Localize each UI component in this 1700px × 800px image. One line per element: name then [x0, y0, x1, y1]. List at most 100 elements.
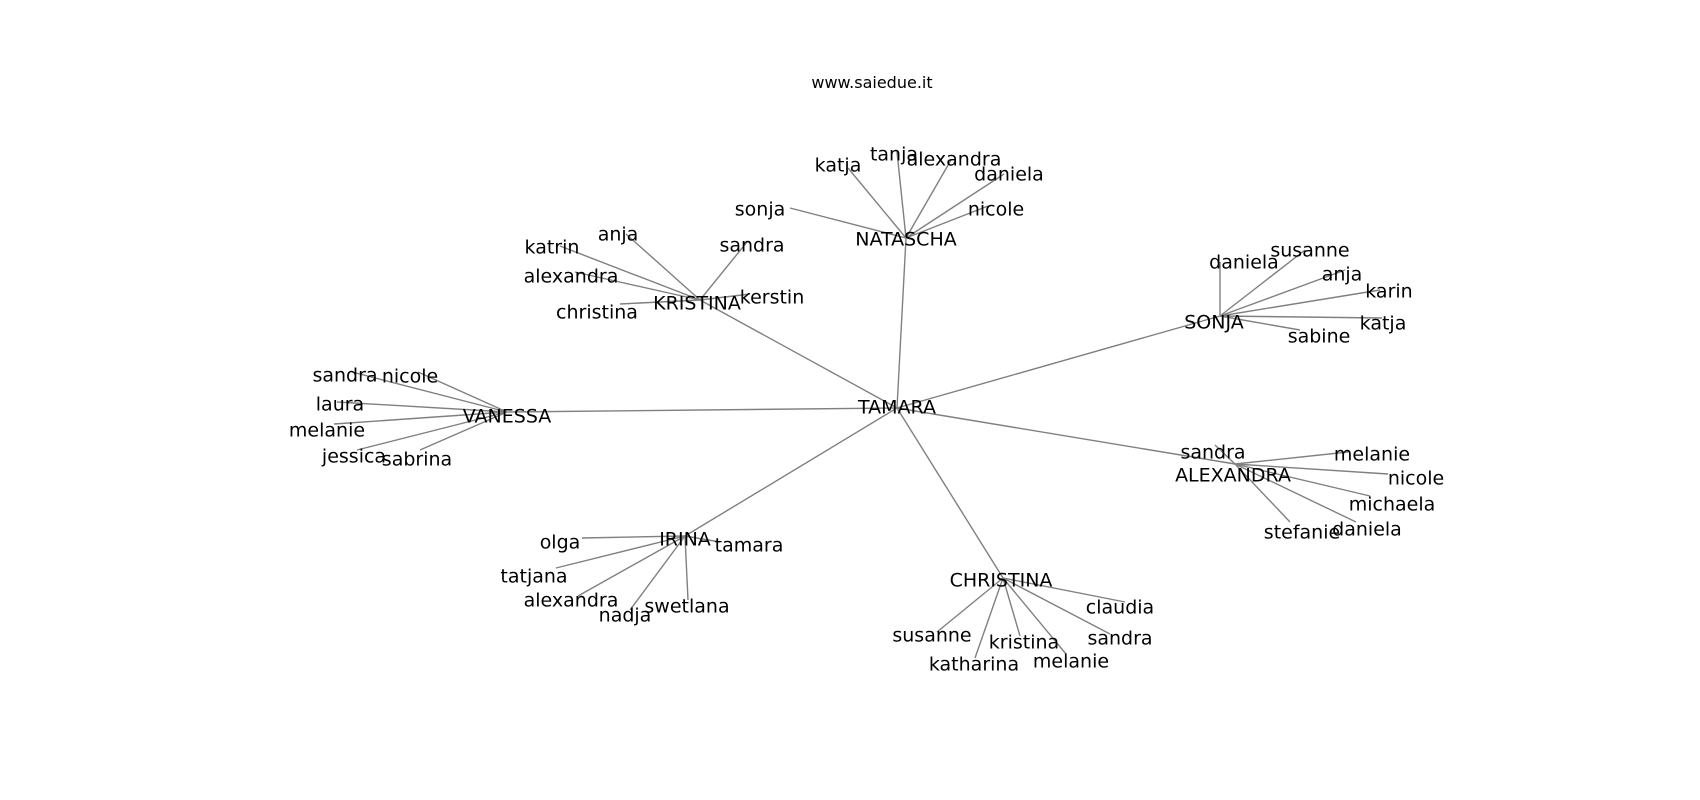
- hub-node-natascha: NATASCHA: [855, 229, 956, 251]
- leaf-node-christina-sandra: sandra: [1087, 628, 1152, 650]
- leaf-node-sonja-karin: karin: [1365, 281, 1412, 303]
- edge-christina-sandra: [1002, 577, 1111, 635]
- leaf-node-vanessa-sandra: sandra: [312, 365, 377, 387]
- leaf-node-kristina-christina: christina: [556, 302, 638, 324]
- edge-irina-tamara: [684, 535, 721, 543]
- edge-kristina-anja: [625, 233, 701, 301]
- edge-kristina-katrin: [559, 245, 701, 301]
- leaf-node-irina-tamara: tamara: [715, 535, 784, 557]
- edge-sonja-susanne: [1219, 249, 1306, 317]
- leaf-node-irina-tatjana: tatjana: [500, 566, 567, 588]
- edge-alexandra-nicole: [1234, 463, 1389, 475]
- edge-vanessa-sandra: [351, 371, 508, 413]
- leaf-node-natascha-sonja: sonja: [735, 199, 786, 221]
- center-node-label: TAMARA: [857, 397, 936, 419]
- edge-irina-nadja: [629, 535, 686, 611]
- edge-center-natascha: [896, 237, 907, 409]
- leaf-node-alexandra-sandra: sandra: [1180, 442, 1245, 464]
- hub-node-kristina: KRISTINA: [653, 293, 741, 315]
- edge-alexandra-melanie: [1234, 451, 1349, 465]
- leaf-node-vanessa-laura: laura: [316, 394, 364, 416]
- edge-irina-olga: [581, 535, 686, 539]
- edge-sonja-anja: [1219, 269, 1346, 317]
- edge-alexandra-daniela: [1234, 463, 1357, 523]
- leaf-node-alexandra-michaela: michaela: [1349, 494, 1436, 516]
- leaf-node-sonja-sabine: sabine: [1288, 326, 1351, 348]
- leaf-node-christina-claudia: claudia: [1086, 597, 1154, 619]
- edge-sonja-katja: [1219, 315, 1383, 319]
- edge-vanessa-jessica: [356, 411, 508, 451]
- leaf-node-christina-susanne: susanne: [892, 625, 971, 647]
- edge-sonja-sabine: [1219, 315, 1301, 331]
- edge-kristina-alexandra: [574, 271, 701, 301]
- leaf-node-irina-alexandra: alexandra: [524, 590, 619, 612]
- edge-center-irina: [684, 407, 898, 537]
- leaf-node-irina-olga: olga: [540, 532, 581, 554]
- leaf-node-kristina-kerstin: kerstin: [740, 287, 805, 309]
- hub-node-sonja: SONJA: [1184, 312, 1244, 334]
- hub-node-christina: CHRISTINA: [950, 570, 1053, 592]
- edge-sonja-karin: [1219, 289, 1381, 317]
- edge-irina-tatjana: [555, 535, 686, 569]
- leaf-node-natascha-katja: katja: [815, 155, 862, 177]
- leaf-node-sonja-daniela: daniela: [1209, 252, 1279, 274]
- edge-christina-kristina: [1002, 577, 1021, 637]
- leaf-node-alexandra-melanie: melanie: [1334, 444, 1410, 466]
- leaf-node-sonja-susanne: susanne: [1270, 240, 1349, 262]
- edge-christina-katharina: [974, 577, 1004, 659]
- leaf-node-vanessa-jessica: jessica: [321, 446, 386, 468]
- site-watermark: www.saiedue.it: [811, 73, 932, 92]
- edge-center-kristina: [699, 299, 898, 409]
- edge-irina-swetlana: [684, 535, 689, 601]
- leaf-node-alexandra-stefanie: stefanie: [1264, 522, 1340, 544]
- hub-node-vanessa: VANESSA: [463, 406, 551, 428]
- leaf-node-natascha-alexandra: alexandra: [907, 149, 1002, 171]
- edge-kristina-sandra: [699, 241, 748, 301]
- leaf-node-irina-nadja: nadja: [599, 605, 652, 627]
- leaf-node-kristina-alexandra: alexandra: [524, 266, 619, 288]
- leaf-node-christina-melanie: melanie: [1033, 651, 1109, 673]
- edges-layer: [333, 151, 1389, 659]
- leaf-node-natascha-daniela: daniela: [974, 164, 1044, 186]
- edge-vanessa-sabrina: [419, 411, 508, 451]
- edge-christina-susanne: [936, 577, 1004, 633]
- leaf-node-christina-kristina: kristina: [989, 632, 1059, 654]
- hub-node-alexandra: ALEXANDRA: [1175, 465, 1291, 487]
- edge-christina-melanie: [1002, 577, 1067, 655]
- edge-center-vanessa: [506, 407, 898, 413]
- leaf-node-natascha-nicole: nicole: [968, 199, 1024, 221]
- leaf-node-kristina-katrin: katrin: [525, 237, 580, 259]
- leaf-node-vanessa-melanie: melanie: [289, 420, 365, 442]
- edge-kristina-christina: [619, 299, 701, 305]
- edge-irina-alexandra: [577, 535, 686, 597]
- edge-kristina-kerstin: [699, 293, 751, 301]
- edge-natascha-sonja: [789, 207, 907, 239]
- leaf-node-natascha-tanja: tanja: [870, 144, 918, 166]
- leaf-node-sonja-anja: anja: [1322, 264, 1363, 286]
- edge-center-sonja: [896, 315, 1221, 409]
- edge-vanessa-nicole: [417, 371, 508, 413]
- leaf-node-kristina-anja: anja: [598, 224, 639, 246]
- edge-alexandra-michaela: [1234, 463, 1371, 497]
- edge-natascha-alexandra: [905, 159, 952, 239]
- edge-natascha-daniela: [905, 173, 1005, 239]
- leaf-node-sonja-katja: katja: [1360, 313, 1407, 335]
- edge-alexandra-sandra: [1214, 444, 1236, 465]
- leaf-node-vanessa-sabrina: sabrina: [382, 449, 452, 471]
- hub-node-irina: IRINA: [659, 529, 711, 551]
- leaf-node-vanessa-nicole: nicole: [382, 366, 438, 388]
- leaf-node-alexandra-nicole: nicole: [1388, 468, 1444, 490]
- edge-vanessa-melanie: [333, 411, 508, 425]
- edge-vanessa-laura: [336, 401, 508, 413]
- edge-natascha-katja: [847, 167, 907, 239]
- edge-center-alexandra: [896, 407, 1236, 465]
- leaf-node-christina-katharina: katharina: [929, 654, 1019, 676]
- leaf-node-kristina-sandra: sandra: [719, 235, 784, 257]
- edge-christina-claudia: [1002, 577, 1126, 603]
- edge-alexandra-stefanie: [1234, 463, 1291, 523]
- edge-natascha-nicole: [905, 205, 989, 239]
- leaf-node-alexandra-daniela: daniela: [1332, 519, 1402, 541]
